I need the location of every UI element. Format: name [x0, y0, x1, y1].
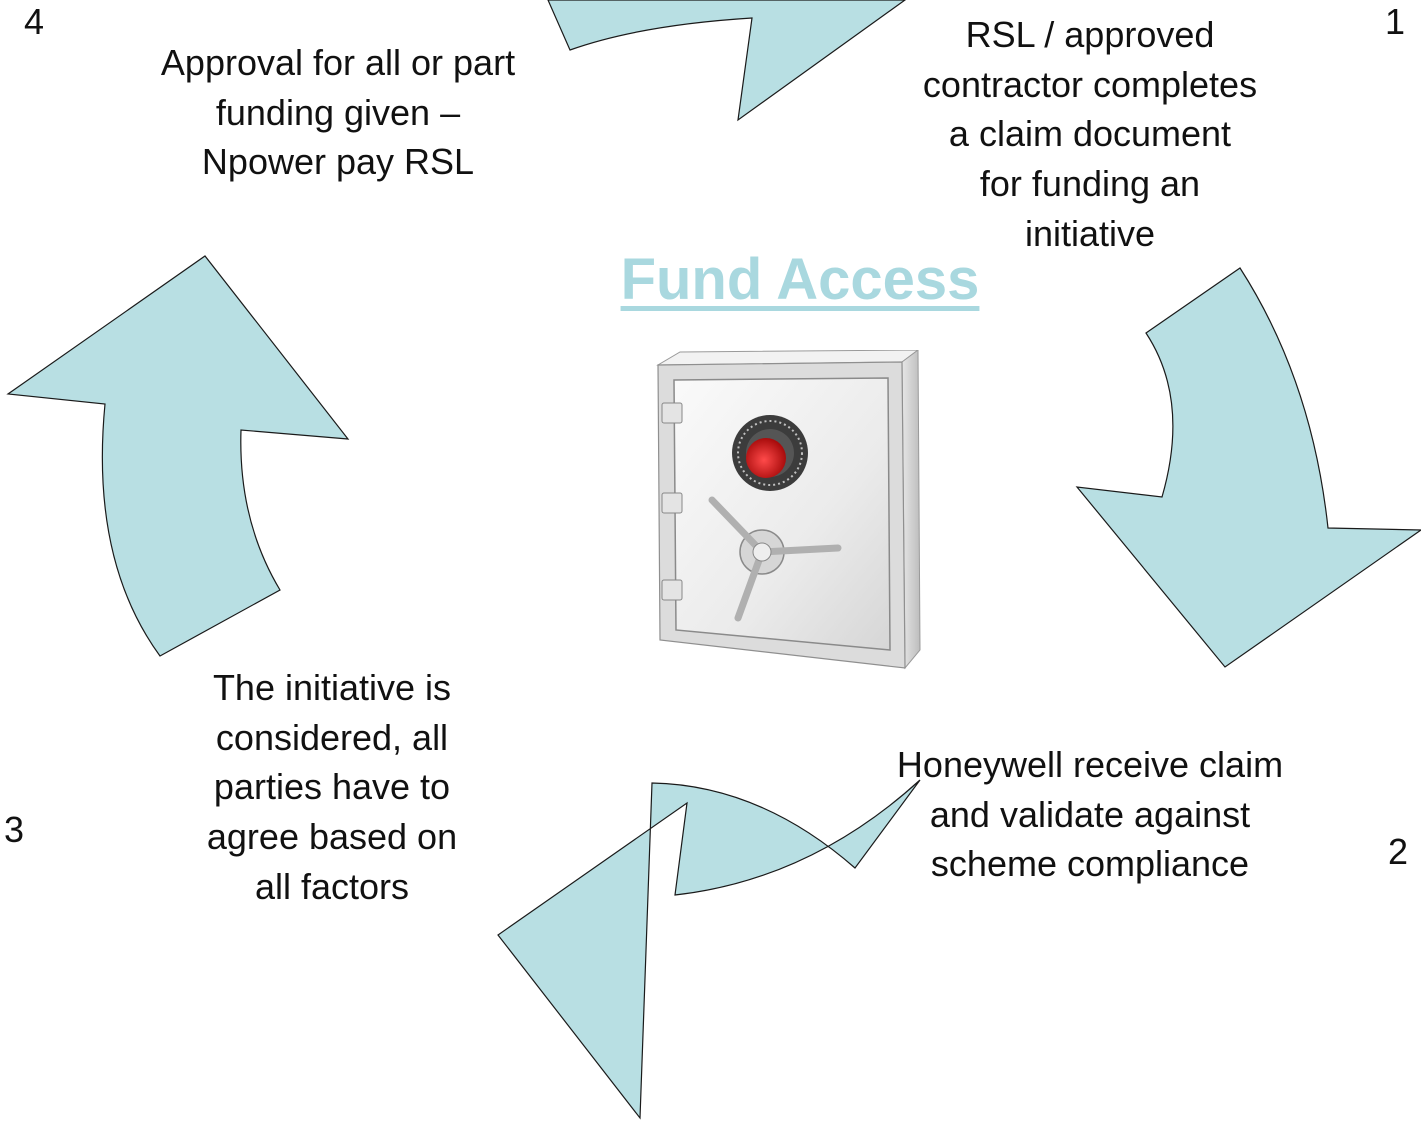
safe-icon	[656, 350, 921, 670]
step-number-2: 2	[1388, 831, 1409, 872]
step-text-3: The initiative is considered, all partie…	[206, 667, 458, 907]
step-text-4: Approval for all or part funding given –…	[160, 42, 516, 183]
cycle-arrow-bottom	[497, 779, 921, 1120]
step-number-4: 4	[24, 1, 45, 42]
step-number-1: 1	[1385, 1, 1406, 42]
cycle-arrow-left	[6, 255, 350, 657]
diagram-title: Fund Access	[620, 247, 980, 312]
step-text-2: Honeywell receive claim and validate aga…	[896, 744, 1284, 885]
step-text-1: RSL / approved contractor completes a cl…	[922, 14, 1258, 254]
cycle-arrow-right	[1075, 267, 1421, 668]
cycle-arrow-top	[547, 0, 907, 122]
step-number-3: 3	[4, 809, 25, 850]
